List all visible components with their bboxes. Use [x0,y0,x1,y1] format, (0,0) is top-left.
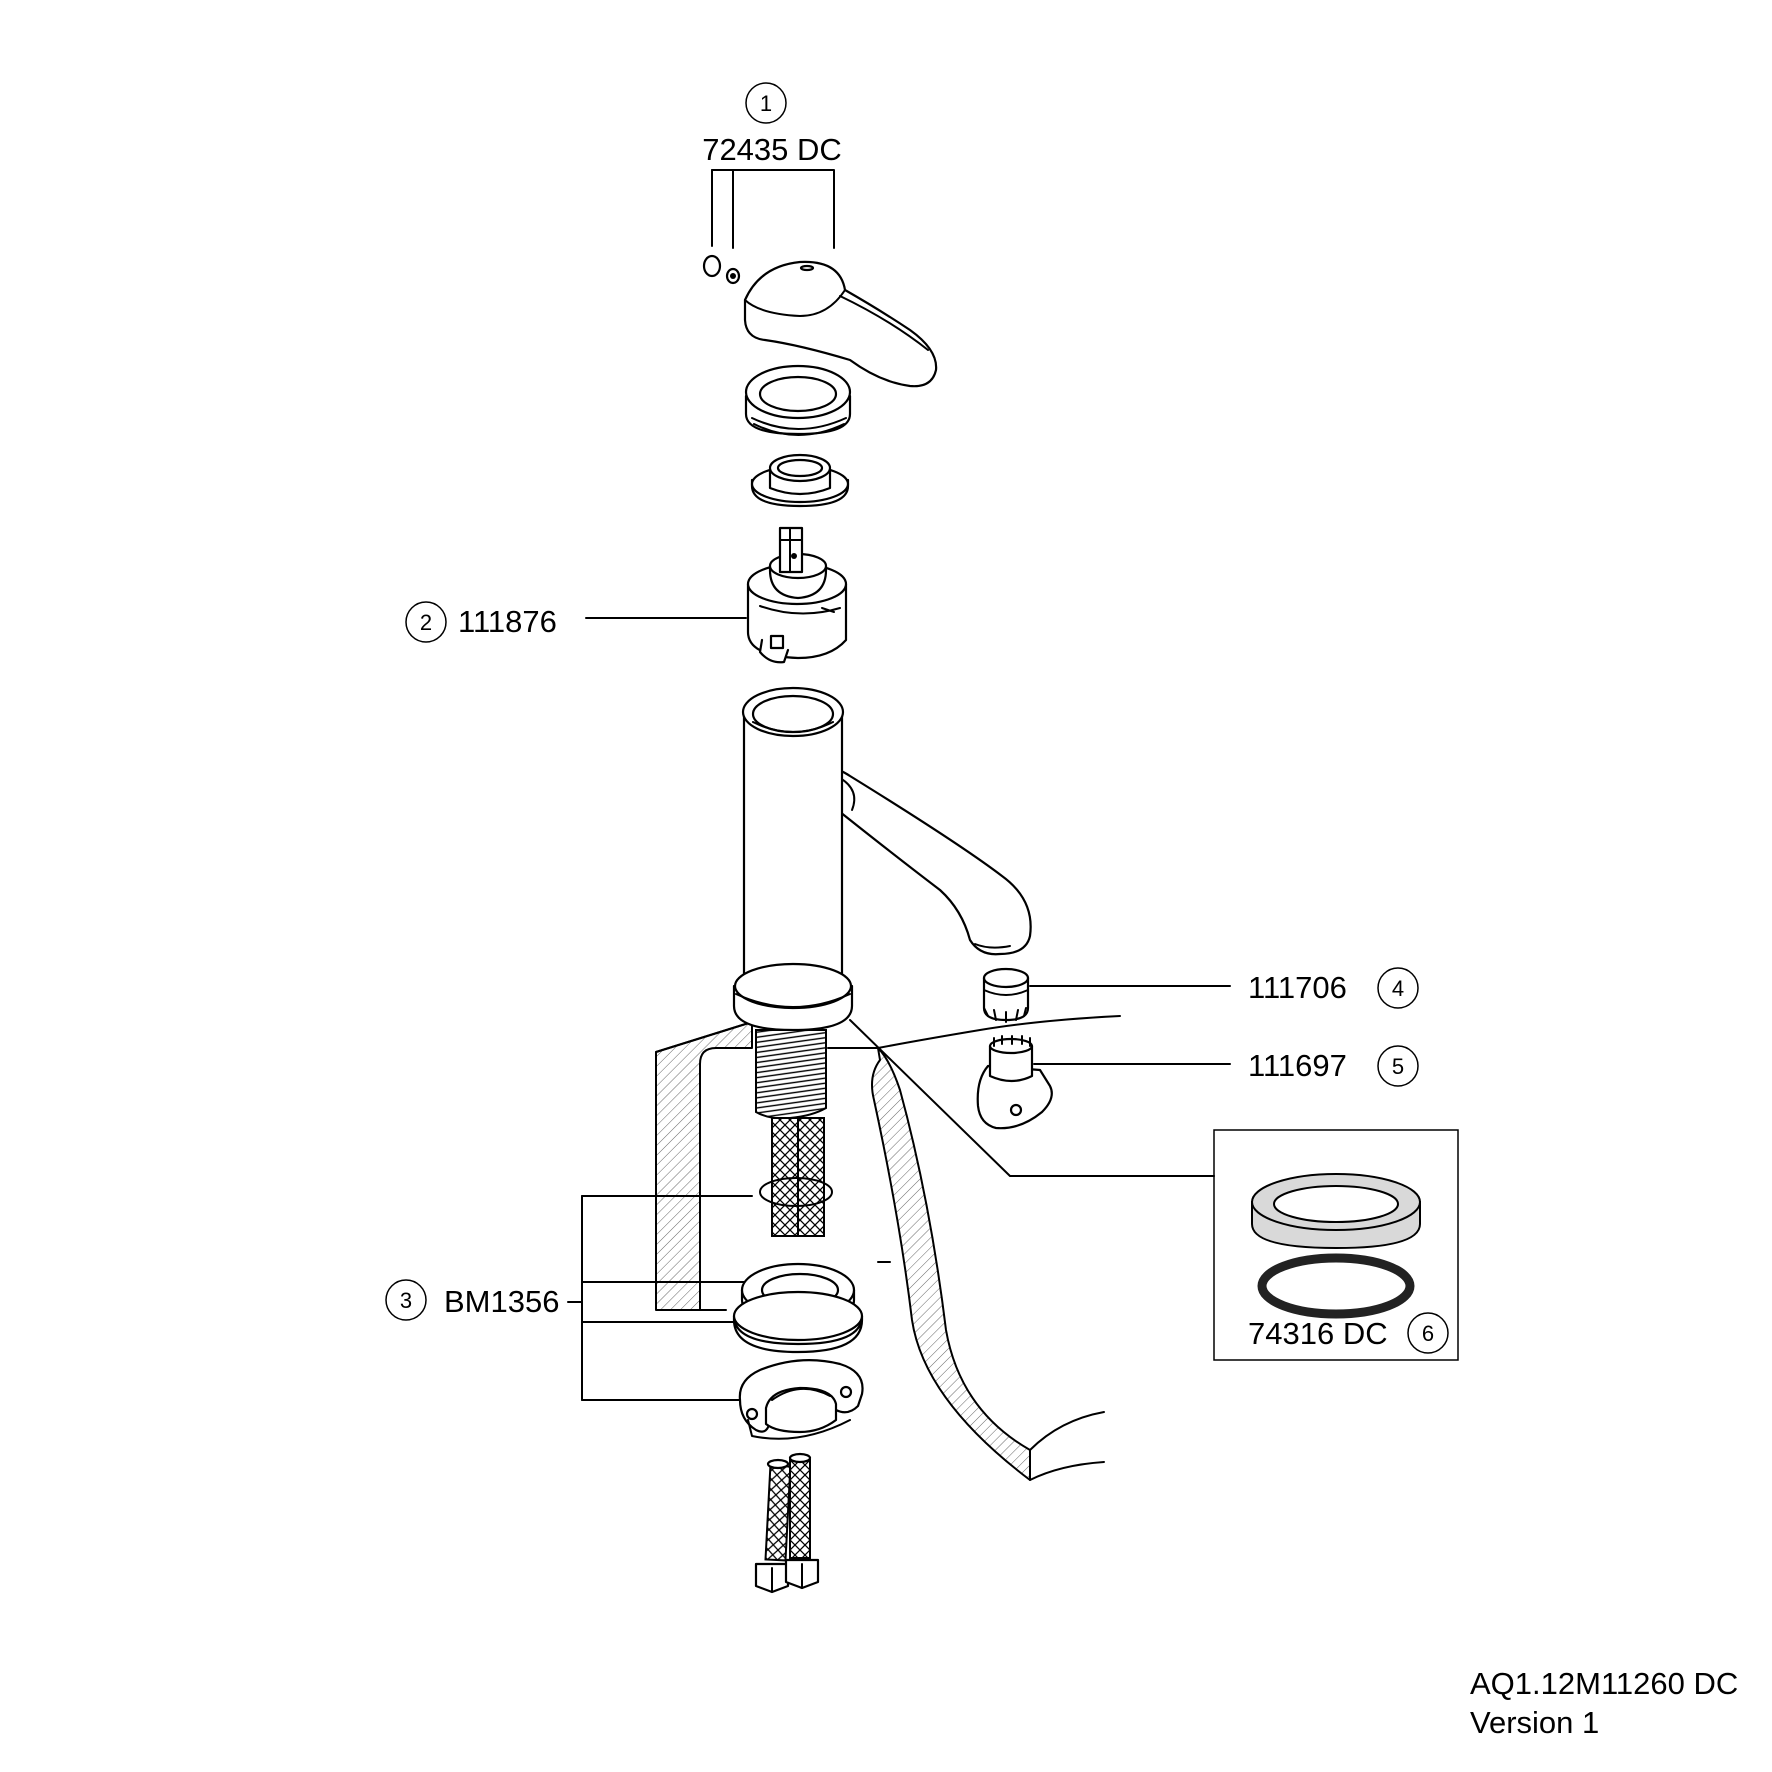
flex-hoses-installed [771,1117,825,1237]
part-number-label: 111697 [1248,1048,1347,1083]
part-number-label: 111876 [458,604,557,639]
part-number-label: 74316 DC [1248,1316,1388,1351]
document-footer: AQ1.12M11260 DC Version 1 [1470,1666,1738,1740]
callout-circle [1407,1312,1449,1354]
aerator [982,967,1030,1023]
o-ring [1257,1253,1415,1319]
callout-index: 1 [760,91,772,116]
callout-circle [405,601,447,643]
document-version: Version 1 [1470,1705,1599,1740]
callout-3: 3 BM1356 [385,1279,559,1321]
callout-index: 2 [420,610,432,635]
hex-nut [750,453,850,508]
document-code: AQ1.12M11260 DC [1470,1666,1738,1701]
faucet-body [732,686,1032,1120]
callout-circle [1377,967,1419,1009]
callout-1: 1 72435 DC [702,82,842,167]
callout-6: 74316 DC 6 [1248,1312,1449,1354]
callout-2: 2 111876 [405,601,557,643]
lever-handle-assembly [702,254,938,388]
callout-circle [1377,1045,1419,1087]
leader-lines [567,169,1231,1401]
countertop-section [655,1001,1121,1481]
callout-index: 4 [1392,976,1404,1001]
callout-circle [745,82,787,124]
cartridge [746,526,848,664]
detail-box [1213,1129,1459,1361]
part-number-label: BM1356 [444,1284,559,1319]
callout-5: 111697 5 [1248,1045,1419,1087]
callout-4: 111706 4 [1248,967,1419,1009]
set-screw-icon [702,254,722,278]
part-number-label: 111706 [1248,970,1347,1005]
callout-index: 3 [400,1288,412,1313]
callout-circle [385,1279,427,1321]
mounting-kit [732,1177,864,1440]
part-number-label: 72435 DC [702,132,842,167]
cover-cap [744,364,852,436]
callout-index: 5 [1392,1054,1404,1079]
base-ring-set [1213,1129,1459,1361]
aerator-key [976,1035,1053,1130]
callout-index: 6 [1422,1321,1434,1346]
supply-hoses [754,1452,820,1594]
